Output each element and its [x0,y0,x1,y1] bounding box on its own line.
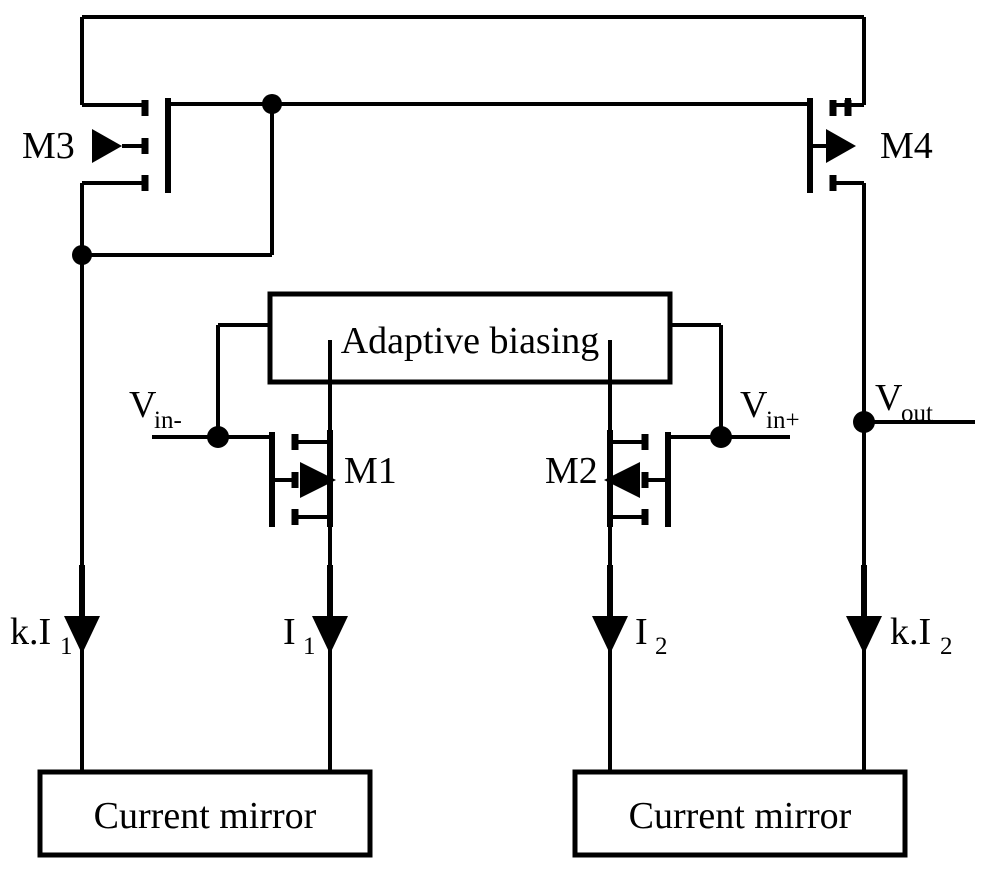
net-vin-minus: V in- [129,384,229,448]
vin-plus-label: V [740,384,768,426]
i1-label: I [283,611,296,653]
k-i2-arrow-icon [846,616,882,654]
current-mirror-left-box[interactable] [37,769,373,858]
m3-label: M3 [22,125,75,167]
top-supply-rail [80,15,866,105]
current-mirror-right-box[interactable] [572,769,908,858]
current-mirror-left-label: Current mirror [94,795,317,837]
k-i2-current-branch: k.I 2 [846,565,953,660]
net-vout: V out [853,377,975,433]
vin-minus-label: V [129,384,157,426]
transistor-m2: M2 [545,430,721,772]
vout-subscript: out [901,400,933,427]
junction-dot-vout [853,411,875,433]
m2-arrow-icon [604,462,640,498]
adaptive-biasing-box[interactable] [267,291,673,385]
transistor-m1: M1 [218,430,397,772]
k-i2-subscript: 2 [940,633,953,660]
junction-dot-vin-minus [207,426,229,448]
m4-label: M4 [880,125,933,167]
adaptive-biasing-label: Adaptive biasing [341,320,600,362]
k-i2-label: k.I [890,611,931,653]
net-vin-plus: V in+ [710,384,800,448]
vin-plus-subscript: in+ [766,407,800,434]
i1-subscript: 1 [303,633,316,660]
left-current-branch: k.I 1 [10,255,100,772]
m3-arrow-icon [92,129,122,163]
current-mirror-right-block[interactable]: Current mirror [572,769,908,858]
current-mirror-right-label: Current mirror [629,795,852,837]
junction-dot-gate-rail [262,94,282,114]
pmos-gate-rail [72,94,810,265]
i2-arrow-icon [592,616,628,654]
current-mirror-left-block[interactable]: Current mirror [37,769,373,858]
m1-arrow-icon [300,462,336,498]
i1-current-branch: I 1 [283,565,348,660]
transistor-m3: M3 [22,98,272,255]
i2-label: I [635,611,648,653]
vout-label: V [875,377,903,419]
junction-dot-vin-plus [710,426,732,448]
m4-arrow-icon [826,129,856,163]
transistor-m4: M4 [807,98,933,772]
k-i1-subscript: 1 [60,633,73,660]
i2-current-branch: I 2 [592,565,668,660]
left-branch-arrow-icon [64,616,100,654]
k-i1-label: k.I [10,611,51,653]
vin-minus-subscript: in- [154,407,182,434]
m1-label: M1 [344,450,397,492]
m2-label: M2 [545,450,598,492]
i2-subscript: 2 [655,633,668,660]
adaptive-biasing-block[interactable]: Adaptive biasing [216,291,723,437]
i1-arrow-icon [312,616,348,654]
